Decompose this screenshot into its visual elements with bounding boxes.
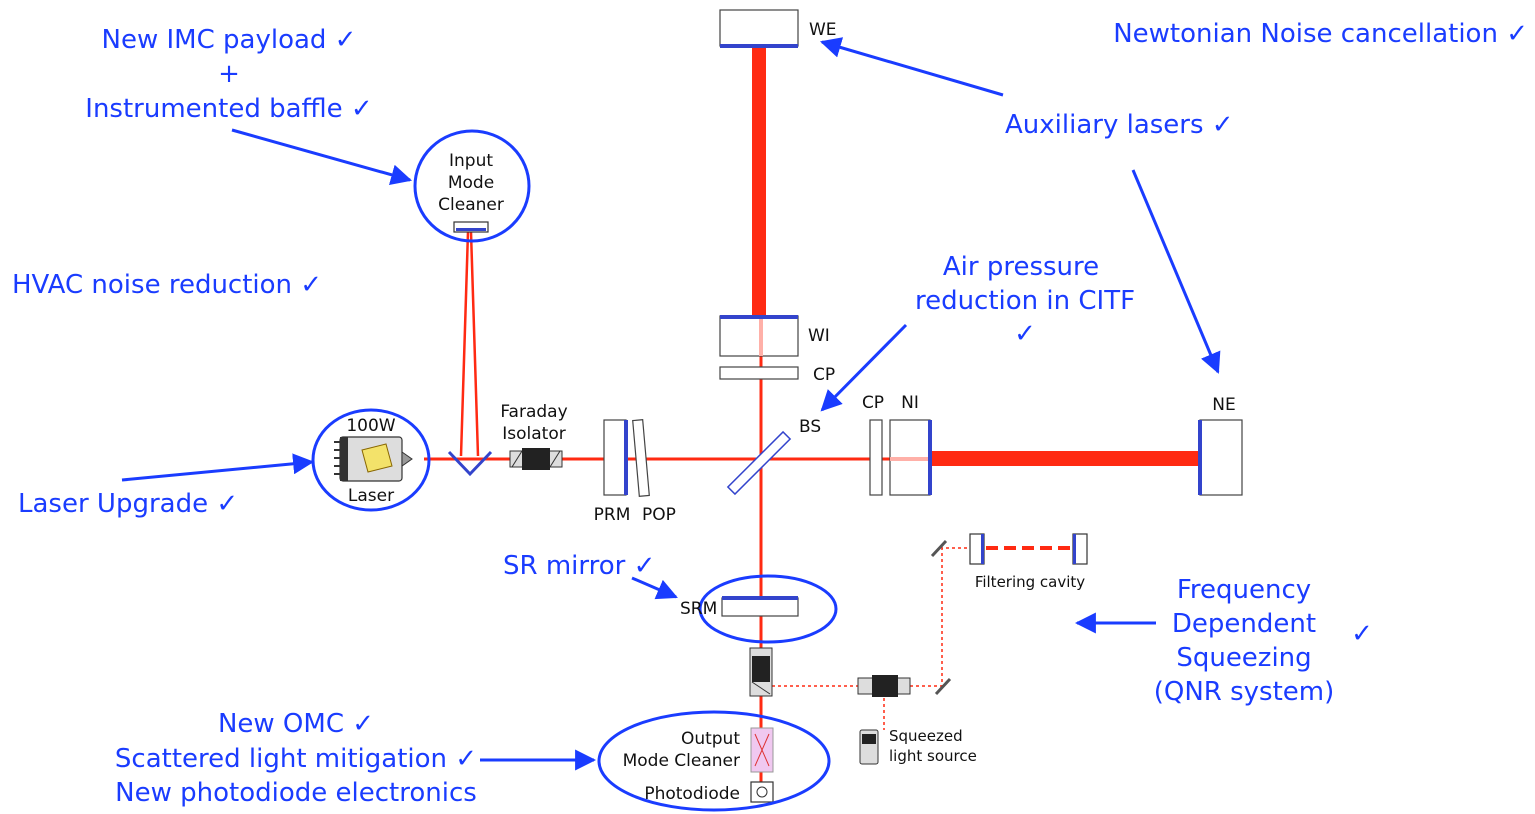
output-mode-cleaner-cavity	[750, 727, 774, 773]
label-filtering-cavity: Filtering cavity	[975, 573, 1085, 591]
squeezer-path	[760, 547, 975, 687]
srm-highlight-ellipse	[698, 574, 838, 644]
beam-splitter	[726, 430, 792, 496]
component-labels: Input Mode Cleaner 100W Laser Faraday Is…	[346, 20, 1235, 804]
label-imc-line3: Cleaner	[438, 195, 504, 215]
imc-beam-right	[469, 231, 480, 457]
imc-end-mirror	[453, 221, 489, 233]
mirror-srm	[721, 596, 799, 617]
filtering-cavity-mirror-input	[969, 533, 985, 565]
annotation-hvac: HVAC noise reduction ✓	[12, 270, 322, 300]
annotation-imc-line1: New IMC payload ✓	[102, 25, 357, 55]
arrow-aux-ne	[1131, 169, 1221, 374]
mirror-wi	[719, 315, 799, 357]
annotation-fds-line1: Frequency	[1177, 575, 1311, 605]
squeezed-light-source	[859, 729, 879, 765]
imc-input-mirrors	[447, 450, 493, 477]
mirror-prm	[603, 419, 628, 496]
imc-beam-left	[459, 231, 470, 457]
annotation-fds-check: ✓	[1351, 619, 1373, 649]
label-laser-power: 100W	[346, 416, 395, 436]
annotation-fds-line3: Squeezing	[1176, 643, 1311, 673]
label-photodiode: Photodiode	[644, 784, 740, 804]
annotation-arrows	[121, 37, 1221, 771]
annotation-fds-line4: (QNR system)	[1154, 677, 1335, 707]
annotation-labels: New IMC payload ✓ + Instrumented baffle …	[12, 19, 1528, 808]
north-arm-beam	[932, 451, 1200, 466]
annotation-imc-line3: Instrumented baffle ✓	[85, 94, 372, 124]
annotation-aux-lasers: Auxiliary lasers ✓	[1005, 110, 1234, 140]
label-faraday-line1: Faraday	[500, 402, 567, 422]
label-cp-north: CP	[862, 393, 884, 413]
mirror-ne	[1198, 419, 1243, 496]
label-ne: NE	[1212, 395, 1235, 415]
west-arm-beam	[752, 48, 766, 316]
photodiode	[750, 781, 774, 803]
annotation-omc-line1: New OMC ✓	[218, 709, 374, 739]
label-squeezed-line2: light source	[889, 747, 977, 765]
label-cp-west: CP	[813, 365, 835, 385]
arrow-air	[820, 323, 908, 412]
arrow-imc	[231, 128, 413, 185]
annotation-air-line2: reduction in CITF	[915, 286, 1135, 316]
annotation-sr-mirror: SR mirror ✓	[503, 551, 655, 581]
label-pop: POP	[642, 505, 676, 525]
annotation-air-line1: Air pressure	[943, 252, 1099, 282]
label-bs: BS	[799, 417, 821, 437]
laser-beams	[424, 48, 1200, 790]
label-omc-line2: Mode Cleaner	[623, 751, 740, 771]
squeezer-faraday	[857, 675, 911, 697]
mirror-we	[719, 9, 799, 48]
arrow-laser	[121, 453, 315, 482]
pickoff-plate	[632, 419, 650, 497]
laser-source	[334, 436, 413, 482]
label-we: WE	[809, 20, 837, 40]
label-srm: SRM	[680, 599, 717, 619]
annotation-omc-line3: New photodiode electronics	[115, 778, 477, 808]
label-laser: Laser	[348, 486, 394, 506]
compensation-plate-west	[719, 366, 799, 380]
annotation-imc-line2: +	[218, 59, 240, 89]
mirror-ni	[889, 419, 932, 496]
annotation-newtonian: Newtonian Noise cancellation ✓	[1113, 19, 1528, 49]
annotation-air-check: ✓	[1014, 319, 1036, 349]
output-faraday	[749, 647, 773, 697]
compensation-plate-north	[869, 419, 883, 496]
label-omc-line1: Output	[681, 729, 740, 749]
label-wi: WI	[808, 326, 830, 346]
label-imc-line2: Mode	[448, 173, 494, 193]
label-ni: NI	[901, 393, 919, 413]
label-imc-line1: Input	[449, 151, 493, 171]
label-squeezed-line1: Squeezed	[889, 727, 963, 745]
steering-mirror-bottom	[934, 677, 952, 696]
annotation-fds-line2: Dependent	[1172, 609, 1316, 639]
faraday-isolator	[509, 448, 563, 470]
label-prm: PRM	[594, 505, 631, 525]
annotation-laser-upgrade: Laser Upgrade ✓	[18, 489, 238, 519]
omc-highlight-ellipse	[597, 710, 831, 812]
arrow-sr	[631, 576, 678, 600]
arrow-aux-we	[819, 37, 1004, 97]
annotation-omc-line2: Scattered light mitigation ✓	[115, 744, 477, 774]
filtering-cavity-mirror-end	[1072, 533, 1088, 565]
steering-mirror-top	[930, 539, 948, 558]
label-faraday-line2: Isolator	[502, 424, 565, 444]
imc-highlight-ellipse	[413, 129, 531, 243]
